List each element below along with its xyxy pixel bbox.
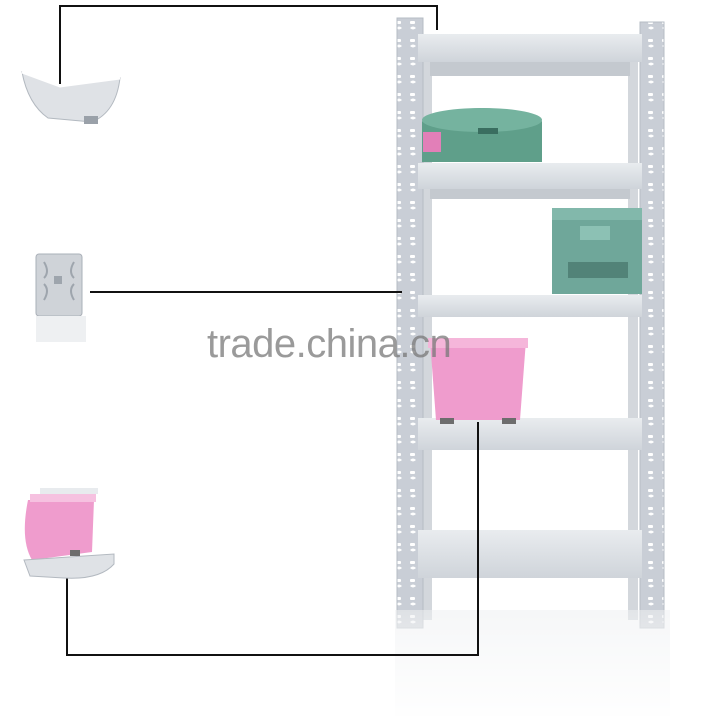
rear-upright-right bbox=[628, 60, 638, 620]
front-upright-left bbox=[396, 17, 424, 629]
callout-line-bottom bbox=[66, 422, 479, 656]
shelf-1 bbox=[418, 34, 642, 76]
shelf-3 bbox=[418, 295, 642, 317]
callout-line-top bbox=[59, 5, 438, 84]
shelf-5 bbox=[418, 530, 642, 578]
shelving-unit bbox=[395, 17, 670, 716]
callout-lines bbox=[59, 5, 479, 656]
watermark-text: trade.china.cn bbox=[207, 322, 452, 366]
storage-box bbox=[552, 208, 642, 294]
shelf-edge-detail bbox=[21, 70, 121, 124]
front-upright-right bbox=[639, 21, 665, 629]
pink-storage-bin bbox=[428, 338, 528, 424]
green-storage-bag bbox=[422, 108, 542, 162]
shelf-2 bbox=[418, 163, 642, 199]
bracket-connector-detail bbox=[35, 253, 86, 342]
shelf-4 bbox=[418, 418, 642, 450]
rear-upright-left bbox=[422, 60, 432, 620]
bin-on-shelf-detail bbox=[23, 488, 115, 579]
